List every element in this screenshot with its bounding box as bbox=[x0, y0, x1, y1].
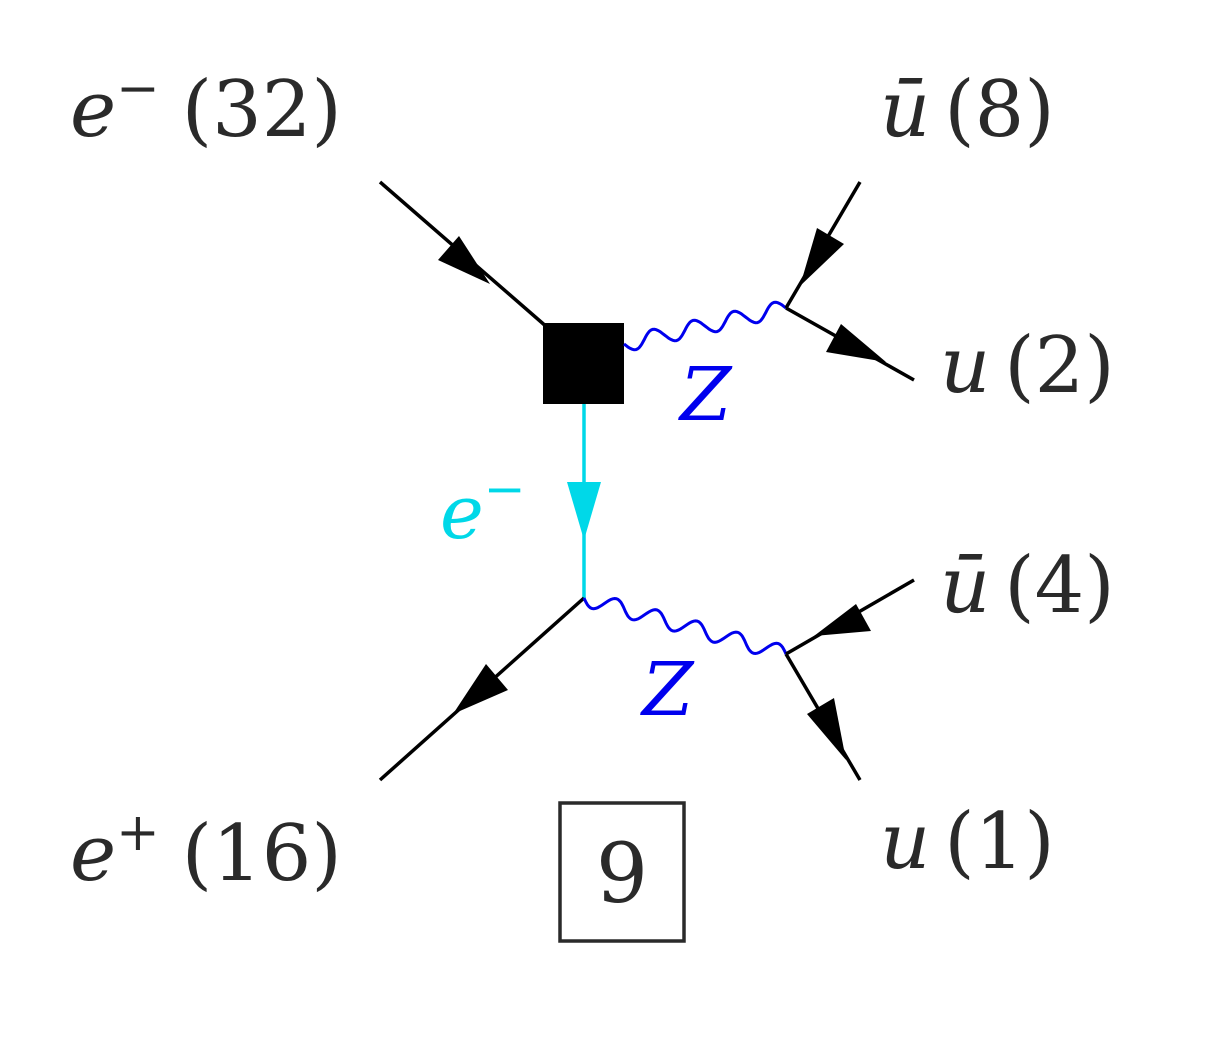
positron-arrow bbox=[453, 664, 508, 714]
label-u-top: u(2) bbox=[940, 321, 1115, 411]
ubar-bottom-arrow bbox=[814, 604, 871, 636]
label-ubar-bottom: ū(4) bbox=[940, 541, 1115, 631]
effective-vertex-box bbox=[543, 323, 624, 404]
z-boson-top-line bbox=[623, 300, 787, 352]
u-top-arrow bbox=[826, 324, 886, 362]
label-electron-propagator: e− bbox=[440, 460, 526, 556]
z-boson-bottom-line bbox=[582, 596, 788, 656]
label-ubar-top: ū(8) bbox=[880, 65, 1055, 155]
electron-propagator-arrow bbox=[567, 482, 601, 540]
label-u-bottom: u(1) bbox=[880, 797, 1055, 887]
ubar-top-arrow bbox=[800, 228, 844, 286]
u-bottom-arrow bbox=[807, 698, 846, 760]
label-z-bottom: Z bbox=[640, 647, 695, 733]
label-e-minus-in: e−(32) bbox=[70, 59, 342, 155]
diagram-number-box bbox=[558, 801, 686, 943]
diagram-number: 9 bbox=[596, 827, 648, 922]
label-e-plus: e+(16) bbox=[70, 803, 342, 899]
electron-incoming-arrow bbox=[438, 236, 490, 284]
label-z-top: Z bbox=[678, 352, 733, 438]
